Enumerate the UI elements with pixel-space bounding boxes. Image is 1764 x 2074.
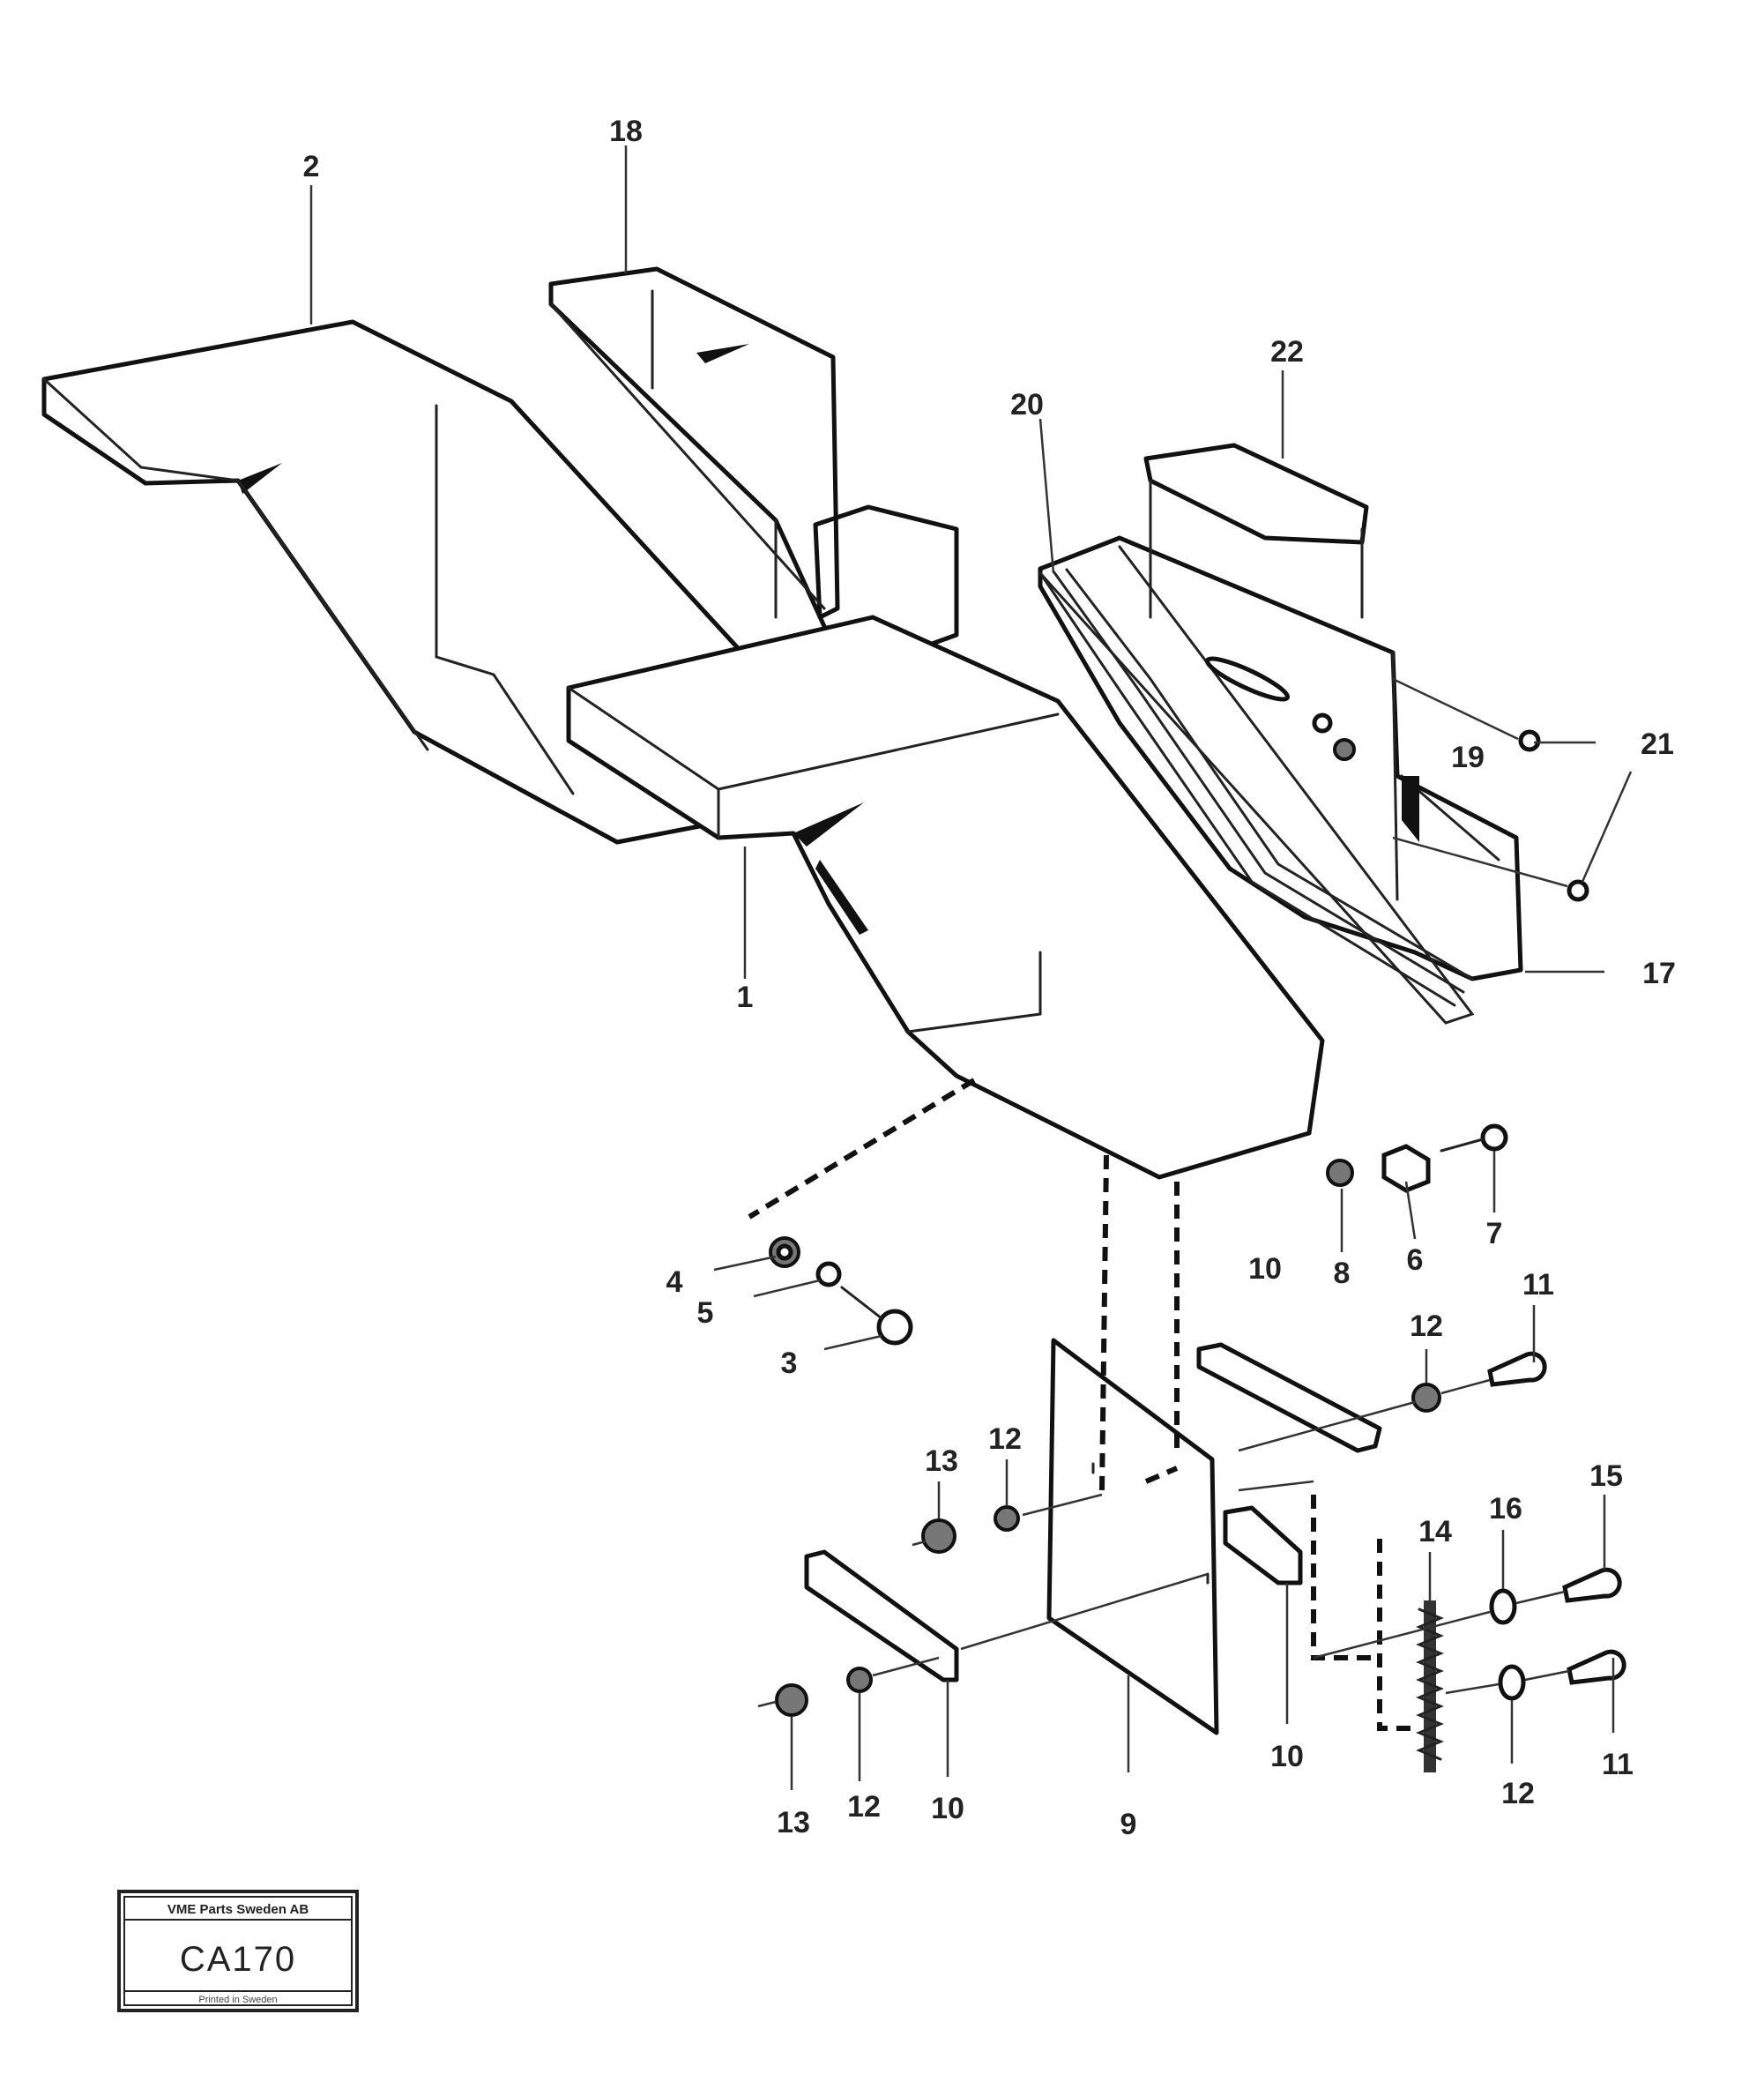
callout-8: 8 <box>1334 1257 1351 1290</box>
fastener-axes <box>713 677 1570 1708</box>
callout-3: 3 <box>781 1347 798 1380</box>
callout-10-upper: 10 <box>1248 1252 1282 1286</box>
callout-6: 6 <box>1407 1243 1424 1277</box>
stamp-footer: Printed in Sweden <box>198 1995 277 2005</box>
callout-9: 9 <box>1120 1808 1137 1841</box>
callout-5: 5 <box>697 1296 714 1330</box>
callout-12-lower: 12 <box>1501 1777 1535 1810</box>
callout-17: 17 <box>1642 957 1676 990</box>
callout-1: 1 <box>737 981 754 1014</box>
callout-12-left-lower: 12 <box>847 1790 881 1824</box>
callout-21: 21 <box>1641 727 1674 761</box>
callout-16: 16 <box>1489 1492 1522 1526</box>
part-10-spacer-left <box>804 1549 959 1682</box>
callout-12-upper: 12 <box>1410 1309 1443 1343</box>
callout-4: 4 <box>666 1265 683 1299</box>
callout-20: 20 <box>1010 388 1044 422</box>
part-14-stud <box>1416 1600 1444 1772</box>
callout-11-upper: 11 <box>1522 1268 1554 1302</box>
hardware-13-12-left-upper <box>921 1505 1020 1554</box>
callout-19: 19 <box>1451 741 1485 774</box>
hardware-13-12-left-lower <box>775 1667 873 1717</box>
callout-22: 22 <box>1270 335 1304 369</box>
part-19-strap <box>1204 656 1356 761</box>
part-9-plate <box>1046 1338 1219 1735</box>
stamp-code: CA170 <box>180 1940 296 1979</box>
callout-2: 2 <box>303 150 320 183</box>
callout-18: 18 <box>609 115 643 148</box>
callout-7: 7 <box>1486 1217 1503 1250</box>
callout-13-upper: 13 <box>925 1444 958 1478</box>
hardware-4-5-3 <box>769 1236 913 1346</box>
part-22-top-duct <box>1143 443 1369 619</box>
hardware-21-washers <box>1518 729 1589 902</box>
callout-14: 14 <box>1418 1515 1452 1548</box>
drawing-stamp: VME Parts Sweden AB CA170 Printed in Swe… <box>117 1890 359 2012</box>
part-18-upper-duct <box>548 266 959 677</box>
callout-10-middle: 10 <box>1270 1740 1304 1773</box>
callout-leaders <box>309 145 1633 1790</box>
hardware-12-11-lower <box>1498 1649 1626 1701</box>
callout-15: 15 <box>1589 1459 1623 1493</box>
hardware-12-11-upper <box>1411 1351 1547 1413</box>
hardware-16-15 <box>1489 1567 1622 1625</box>
callout-10-left: 10 <box>931 1792 964 1825</box>
part-10-spacer-middle <box>1223 1505 1303 1585</box>
callout-12-left-upper: 12 <box>988 1422 1022 1456</box>
callout-13-lower: 13 <box>777 1806 810 1839</box>
hardware-8-6-7 <box>1326 1123 1508 1193</box>
part-20-gasket <box>1038 545 1475 1025</box>
callout-labels: 2 18 22 20 19 21 17 1 7 6 8 10 12 11 4 5… <box>303 115 1676 1841</box>
part-10-spacer-upper <box>1196 1342 1382 1453</box>
stamp-header: VME Parts Sweden AB <box>167 1902 309 1917</box>
callout-11-lower: 11 <box>1602 1748 1634 1781</box>
part-1-main-duct <box>566 615 1325 1180</box>
